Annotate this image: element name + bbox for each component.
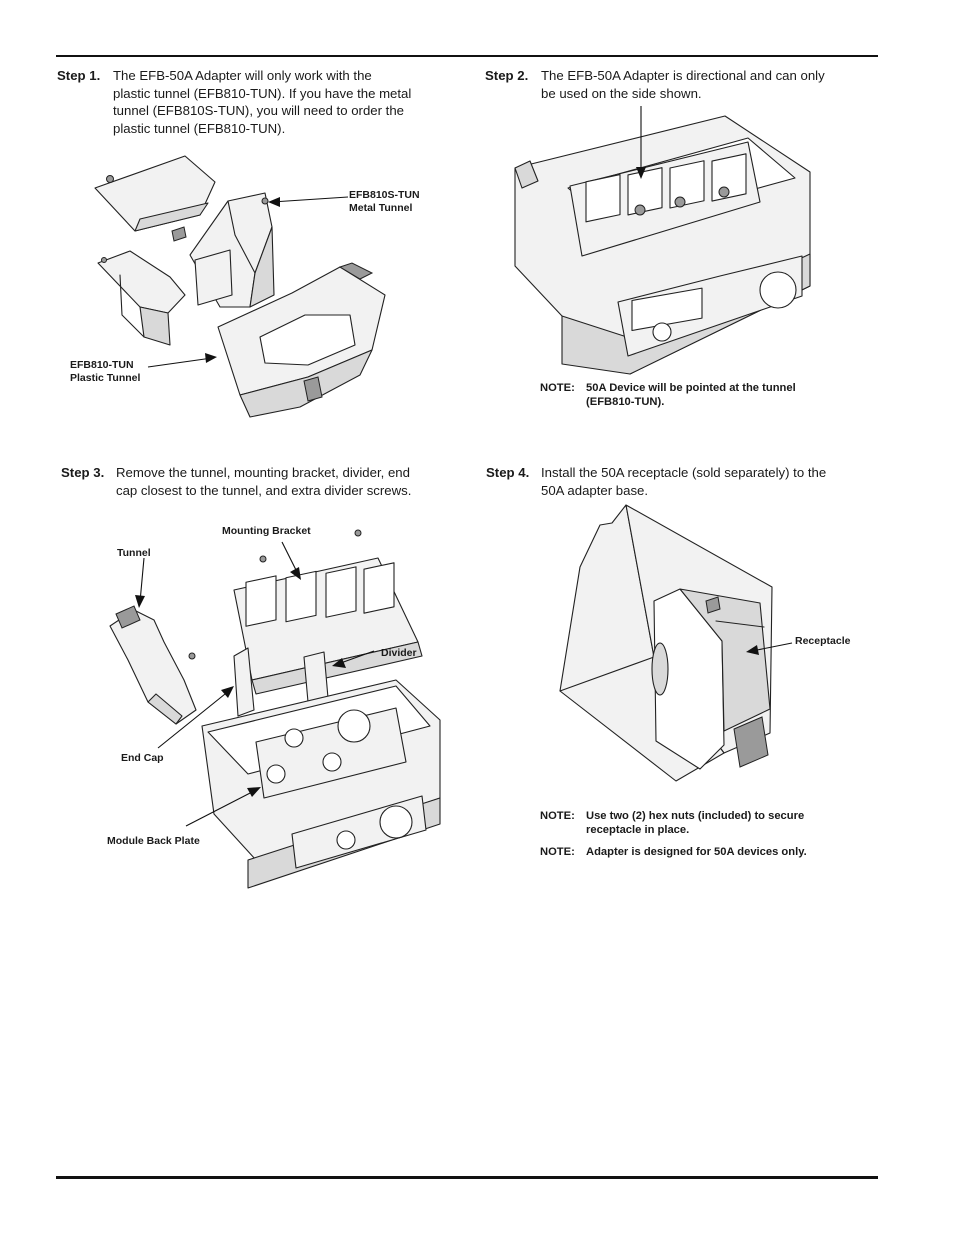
terminal-block-icon: [734, 717, 768, 767]
arrow-head: [290, 567, 301, 580]
screw-icon: [262, 198, 268, 204]
step-text: Install the 50A receptacle (sold separat…: [541, 465, 827, 498]
knockout-icon: [653, 323, 671, 341]
knockout-icon: [337, 831, 355, 849]
label-mounting-bracket: Mounting Bracket: [222, 525, 311, 537]
bottom-rule: [56, 1176, 878, 1179]
tunnel-latch-icon: [340, 263, 372, 279]
knockout-large-icon: [760, 272, 796, 308]
note-hex-nuts: NOTE: Use two (2) hex nuts (included) to…: [540, 810, 805, 836]
figure-adapter-receptacle: [556, 505, 796, 797]
figure-box-exploded: [106, 530, 456, 892]
step-2: Step 2. The EFB-50A Adapter is direction…: [485, 67, 875, 103]
tunnel-latch-icon: [116, 606, 140, 628]
figure-tunnels: [60, 145, 430, 425]
bracket-left-side: [140, 307, 170, 345]
label-module-back-plate: Module Back Plate: [107, 835, 200, 847]
arrow-head: [746, 645, 759, 655]
label-receptacle: Receptacle: [795, 635, 851, 647]
bracket-left: [98, 251, 185, 313]
step-text: Remove the tunnel, mounting bracket, div…: [116, 465, 412, 498]
knockout-large-icon: [380, 806, 412, 838]
step-number: Step 2.: [485, 68, 529, 83]
label-metal-tunnel: EFB810S-TUN Metal Tunnel: [349, 189, 420, 214]
screw-icon: [719, 187, 729, 197]
knockout-large-icon: [338, 710, 370, 742]
plastic-tunnel-opening: [260, 315, 355, 365]
step-4: Step 4. Install the 50A receptacle (sold…: [486, 464, 876, 500]
screw-icon: [107, 176, 114, 183]
arrow-head: [247, 787, 261, 797]
arrow-head: [268, 197, 280, 207]
tab-icon: [172, 227, 186, 241]
step-text: The EFB-50A Adapter is directional and c…: [541, 68, 825, 101]
figure-box-direction: [510, 106, 830, 378]
top-rule: [56, 55, 878, 57]
step-1: Step 1. The EFB-50A Adapter will only wo…: [57, 67, 447, 139]
knockout-icon: [285, 729, 303, 747]
step-3: Step 3. Remove the tunnel, mounting brac…: [61, 464, 456, 500]
label-end-cap: End Cap: [121, 752, 164, 764]
arrow-head: [135, 595, 145, 608]
step-text: The EFB-50A Adapter will only work with …: [113, 68, 412, 136]
screw-icon: [355, 530, 361, 536]
step-number: Step 1.: [57, 68, 101, 83]
screw-icon: [189, 653, 195, 659]
arrow-head: [332, 658, 346, 668]
bracket-openings: [246, 563, 394, 626]
tunnel-part: [110, 610, 196, 724]
step-number: Step 4.: [486, 465, 530, 480]
label-divider: Divider: [381, 647, 417, 659]
arrow-head: [636, 167, 646, 179]
tunnel-clip-icon: [304, 377, 322, 401]
receptacle-face-icon: [652, 643, 668, 695]
note-50a-only: NOTE: Adapter is designed for 50A device…: [540, 846, 807, 858]
knockout-icon: [323, 753, 341, 771]
metal-tunnel-side: [250, 227, 274, 307]
label-tunnel: Tunnel: [117, 547, 151, 559]
screw-icon: [635, 205, 645, 215]
arrow-head: [221, 686, 234, 698]
screw-icon: [102, 258, 107, 263]
screw-icon: [260, 556, 266, 562]
arrow-head: [205, 353, 217, 363]
step-number: Step 3.: [61, 465, 105, 480]
tunnel-top-plate-edge: [135, 203, 208, 231]
screw-icon: [675, 197, 685, 207]
latch-icon: [515, 161, 538, 188]
divider-plate: [304, 652, 328, 702]
note-step-2: NOTE: 50A Device will be pointed at the …: [540, 382, 796, 408]
knockout-icon: [267, 765, 285, 783]
label-plastic-tunnel: EFB810-TUN Plastic Tunnel: [70, 359, 141, 384]
metal-tunnel-plate: [195, 250, 232, 305]
hex-nut-icon: [706, 597, 720, 613]
end-cap: [234, 648, 254, 716]
